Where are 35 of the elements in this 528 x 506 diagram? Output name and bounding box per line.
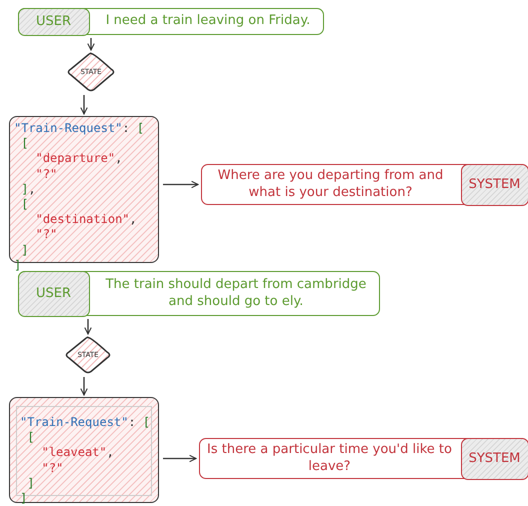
message-box xyxy=(18,271,380,316)
code-line: ] xyxy=(14,258,22,274)
code-line: [ xyxy=(20,136,30,152)
arrow xyxy=(87,38,95,51)
code-line: "Train-Request": [ xyxy=(14,121,146,136)
code-block xyxy=(9,397,159,503)
code-line: "?" xyxy=(40,460,64,476)
speaker-tag: USER xyxy=(18,8,90,36)
code-line: "?" xyxy=(34,227,58,243)
arrow xyxy=(80,95,88,115)
message-box xyxy=(201,164,528,205)
code-line: "destination", xyxy=(34,212,138,228)
arrow xyxy=(163,454,197,462)
code-line: "?" xyxy=(34,166,58,182)
arrow xyxy=(84,319,92,335)
code-line: ], xyxy=(20,182,37,198)
message-text: The train should depart from cambridge and should go to ely. xyxy=(104,277,368,310)
message-text: Is there a particular time you'd like to leave? xyxy=(206,442,453,475)
message-box xyxy=(199,438,528,479)
code-line: [ xyxy=(26,430,36,446)
message-text: I need a train leaving on Friday. xyxy=(104,13,312,30)
code-line: ] xyxy=(26,476,36,492)
arrow xyxy=(80,377,88,396)
speaker-tag: SYSTEM xyxy=(460,438,528,480)
code-line: "Train-Request": [ xyxy=(20,415,151,430)
code-line: "leaveat", xyxy=(40,445,115,461)
code-line: [ xyxy=(20,197,30,212)
speaker-tag: SYSTEM xyxy=(460,164,528,206)
message-text: Where are you departing from and what is your destination? xyxy=(216,168,444,201)
code-line: ] xyxy=(20,242,30,258)
code-line: ] xyxy=(20,491,28,506)
speaker-tag: USER xyxy=(18,270,90,316)
code-line: "departure", xyxy=(34,151,124,167)
arrow xyxy=(163,180,199,188)
message-box xyxy=(18,8,324,35)
